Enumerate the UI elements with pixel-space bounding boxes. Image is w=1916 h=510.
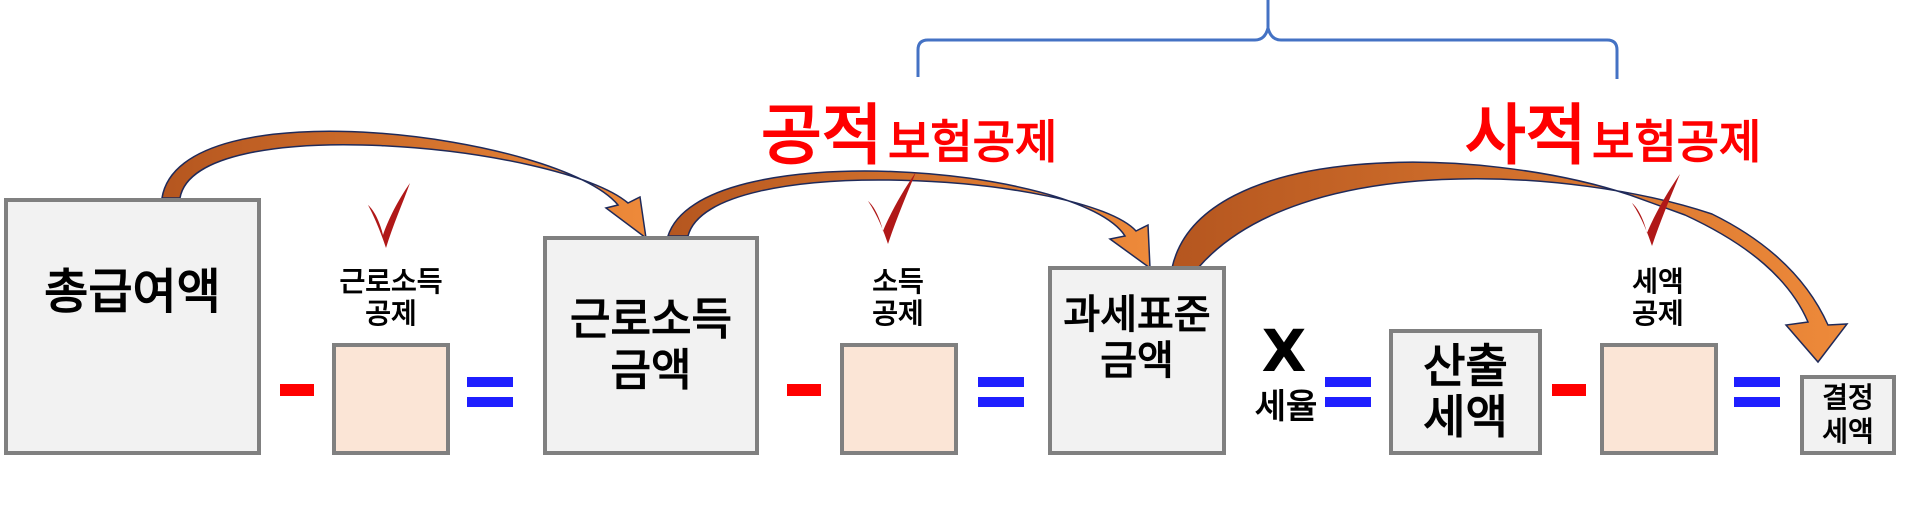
- box-income-deduction: [840, 343, 958, 455]
- arrow-taxbase-to-final: [1171, 161, 1849, 364]
- checkmark-2: [868, 172, 916, 244]
- title-private-sub: 보험공제: [1592, 115, 1762, 169]
- box-earned-income: 근로소득 금액: [543, 236, 759, 455]
- equals-sign-2: [978, 377, 1024, 417]
- box-final-tax: 결정 세액: [1800, 375, 1896, 455]
- box-tax-credit: [1600, 343, 1718, 455]
- box-tax-base: 과세표준 금액: [1048, 266, 1226, 455]
- title-public-sub: 보험공제: [888, 115, 1058, 169]
- bracket-brace: [916, 0, 1619, 79]
- title-public-insurance: 공적 보험공제: [761, 82, 1057, 178]
- checkmark-1: [368, 183, 410, 248]
- equals-sign-3: [1325, 377, 1371, 417]
- label-tax-rate: 세율: [1254, 387, 1318, 427]
- label-income-deduction: 소득 공제: [872, 265, 924, 331]
- arrow-earned-to-taxbase: [666, 170, 1151, 270]
- title-private-main: 사적: [1465, 97, 1587, 174]
- equals-sign-4: [1734, 377, 1780, 417]
- box-total-salary: 총급여액: [4, 198, 261, 455]
- box-computed-tax: 산출 세액: [1389, 329, 1542, 455]
- title-private-insurance: 사적 보험공제: [1465, 82, 1761, 178]
- minus-sign-2: [787, 384, 821, 396]
- equals-sign-1: [467, 377, 513, 417]
- label-earned-income-deduction: 근로소득 공제: [339, 265, 443, 331]
- title-public-main: 공적: [761, 97, 883, 174]
- label-tax-credit: 세액 공제: [1632, 265, 1684, 331]
- checkmark-3: [1632, 174, 1680, 246]
- minus-sign-3: [1552, 384, 1586, 396]
- minus-sign-1: [280, 384, 314, 396]
- box-earned-income-deduction: [332, 343, 450, 455]
- multiply-sign: X: [1261, 317, 1307, 385]
